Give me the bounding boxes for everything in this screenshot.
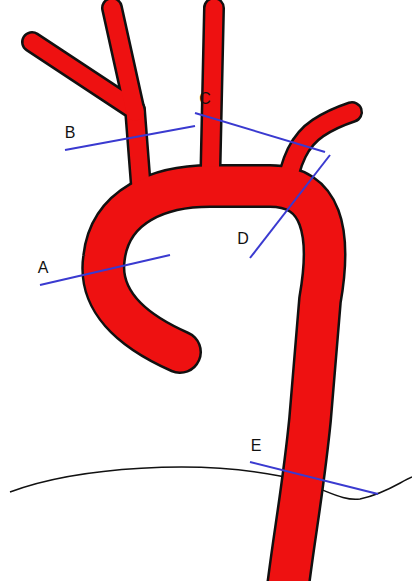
callout-letter: C — [199, 91, 211, 107]
callout-letter: A — [38, 260, 49, 276]
measurement-line — [40, 113, 378, 494]
vessel-outline — [32, 8, 352, 581]
callout-letter: B — [65, 125, 76, 141]
diaphragm-line — [10, 467, 412, 499]
callout-letter: D — [237, 231, 249, 247]
callout-letter: E — [251, 438, 262, 454]
vessel-lumen — [32, 8, 352, 581]
